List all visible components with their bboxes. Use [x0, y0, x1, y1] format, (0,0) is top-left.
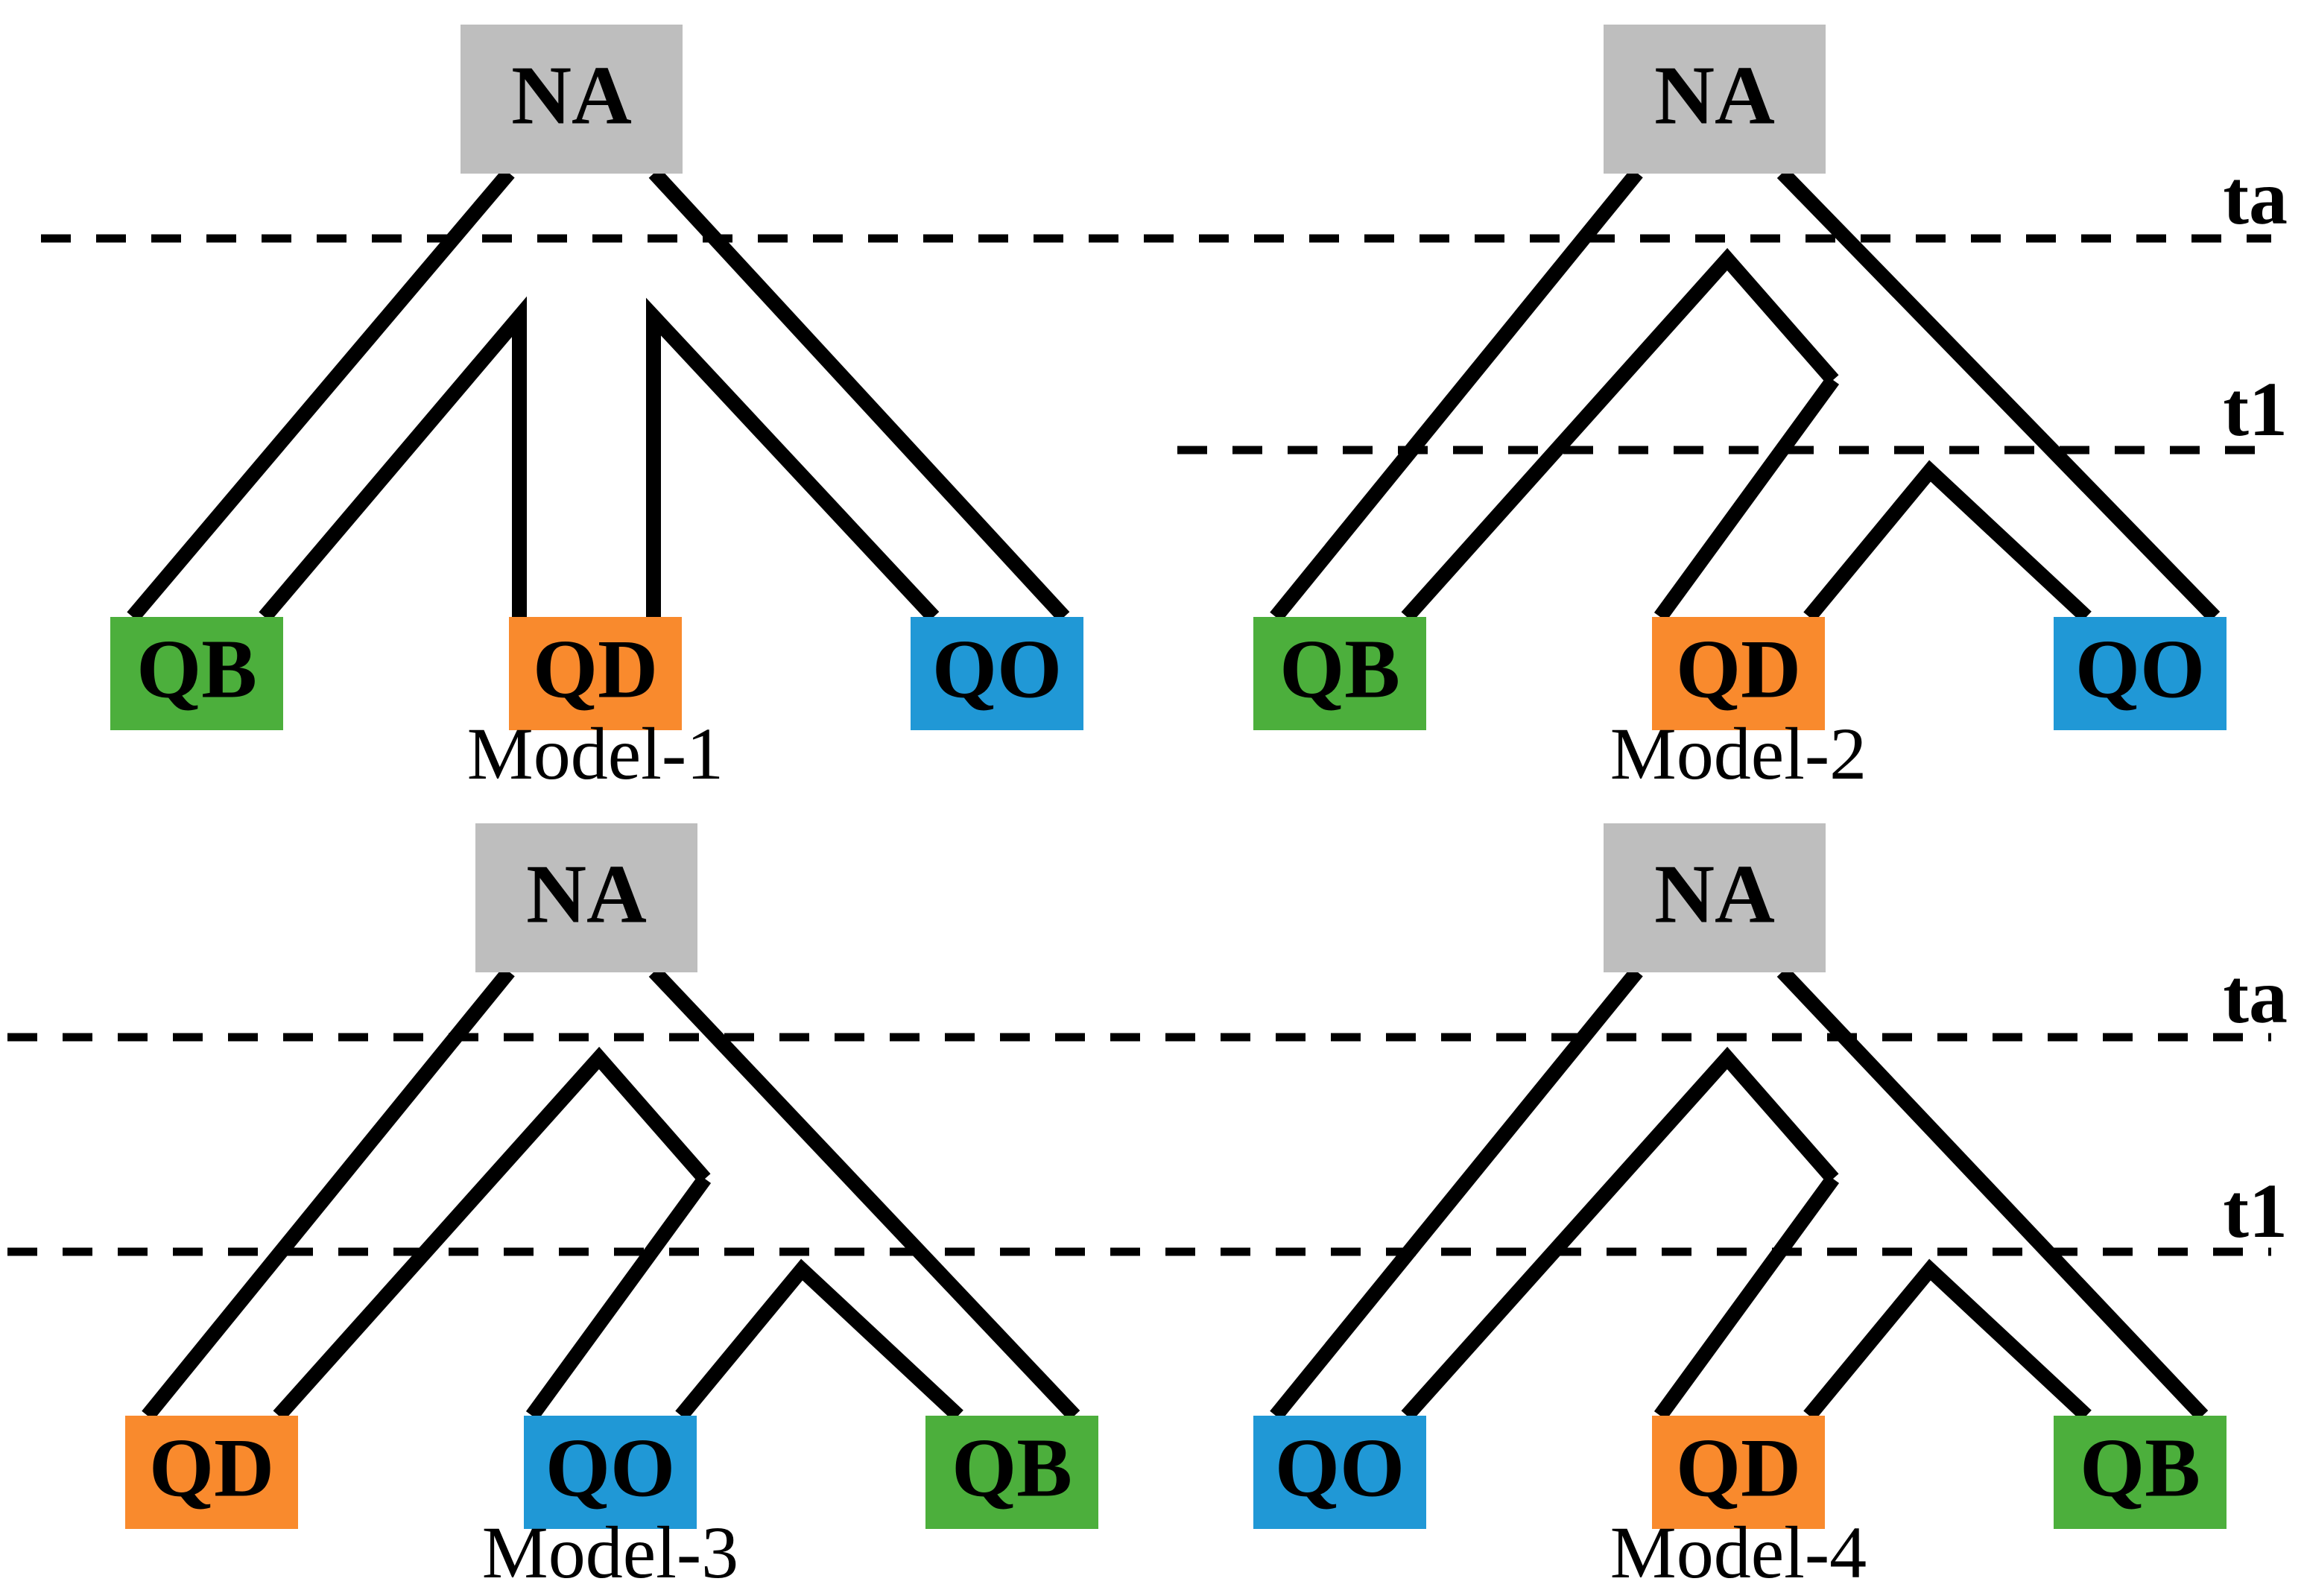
node-box-na[interactable]	[461, 25, 683, 174]
node-label-qb: QB	[2080, 1422, 2200, 1515]
node-box-qo[interactable]	[524, 1416, 697, 1529]
node-box-qb[interactable]	[2054, 1416, 2227, 1529]
node-label-qb: QB	[136, 624, 257, 716]
model-3-branches	[142, 966, 1080, 1422]
model-3-caption: Model-3	[482, 1511, 738, 1594]
node-label-qo: QO	[545, 1422, 675, 1515]
branch-bend-to-leaf2	[1653, 1174, 1840, 1420]
branch-na-to-leaf3	[1776, 966, 2209, 1421]
branch-bend-to-leaf2	[1653, 376, 1840, 621]
model-2-caption: Model-2	[1610, 712, 1867, 795]
node-box-na[interactable]	[1604, 823, 1826, 972]
branch-apex-ta	[1401, 1046, 1839, 1421]
model-4-branches	[1270, 966, 2209, 1422]
node-box-qo[interactable]	[2054, 617, 2227, 730]
model-2-branches	[1270, 168, 2221, 623]
node-label-na: NA	[511, 50, 632, 142]
node-label-qb: QB	[952, 1422, 1072, 1515]
node-box-qb[interactable]	[110, 617, 283, 730]
time-label-t1-top: t1	[2223, 367, 2288, 452]
node-box-qo[interactable]	[911, 617, 1083, 730]
node-box-na[interactable]	[475, 823, 697, 972]
branch-na-to-qb	[127, 168, 515, 622]
node-box-na[interactable]	[1604, 25, 1826, 174]
node-label-na: NA	[1654, 50, 1775, 142]
branch-na-to-leaf1	[1270, 966, 1643, 1421]
node-label-qo: QO	[2075, 624, 2205, 716]
model-4-nodes: NA QO QD QB	[1253, 823, 2227, 1529]
node-box-qd[interactable]	[1652, 617, 1825, 730]
node-box-qd[interactable]	[1652, 1416, 1825, 1529]
time-label-ta-top: ta	[2223, 155, 2288, 241]
node-box-qd[interactable]	[125, 1416, 298, 1529]
model-1-nodes: NA QB QD QO	[110, 25, 1083, 730]
branch-na-to-leaf3	[648, 966, 1080, 1421]
branch-na-to-leaf3	[1776, 168, 2221, 622]
branch-v-t1	[1803, 1258, 2092, 1422]
model-1-caption: Model-1	[467, 712, 724, 795]
branch-bend-to-leaf2	[525, 1174, 712, 1420]
panel-model-3: NA QD QO QB Model-3	[125, 823, 1098, 1594]
branch-apex-ta	[1401, 247, 1839, 622]
node-box-qd[interactable]	[509, 617, 682, 730]
node-label-qd: QD	[533, 624, 658, 716]
node-label-qo: QO	[1275, 1422, 1405, 1515]
node-label-qo: QO	[932, 624, 1062, 716]
model-2-nodes: NA QB QD QO	[1253, 25, 2227, 730]
time-label-t1-bottom: t1	[2223, 1168, 2288, 1254]
node-label-qd: QD	[1676, 624, 1801, 716]
time-horizons	[7, 234, 2271, 1256]
panel-model-1: NA QB QD QO Model-1	[110, 25, 1083, 795]
time-label-ta-bottom: ta	[2223, 954, 2288, 1039]
branch-apex-ta	[273, 1046, 711, 1421]
model-1-branches	[127, 168, 1070, 622]
branch-na-to-leaf1	[1270, 168, 1643, 622]
node-label-qb: QB	[1279, 624, 1400, 716]
panel-model-4: NA QO QD QB Model-4	[1253, 823, 2227, 1594]
branch-peak-left-qb-qd	[259, 296, 527, 622]
model-4-caption: Model-4	[1610, 1511, 1867, 1594]
branch-v-t1	[1803, 460, 2092, 623]
node-label-qd: QD	[1676, 1422, 1801, 1515]
model-3-nodes: NA QD QO QB	[125, 823, 1098, 1529]
node-label-qd: QD	[149, 1422, 274, 1515]
node-box-qo[interactable]	[1253, 1416, 1426, 1529]
branch-na-to-qo	[648, 168, 1070, 622]
branch-v-t1	[675, 1258, 963, 1422]
panel-model-2: NA QB QD QO Model-2	[1253, 25, 2227, 795]
node-box-qb[interactable]	[925, 1416, 1098, 1529]
node-label-na: NA	[526, 849, 647, 941]
node-box-qb[interactable]	[1253, 617, 1426, 730]
node-label-na: NA	[1654, 849, 1775, 941]
branch-na-to-leaf1	[142, 966, 515, 1421]
branch-peak-right-qd-qo	[646, 297, 940, 622]
